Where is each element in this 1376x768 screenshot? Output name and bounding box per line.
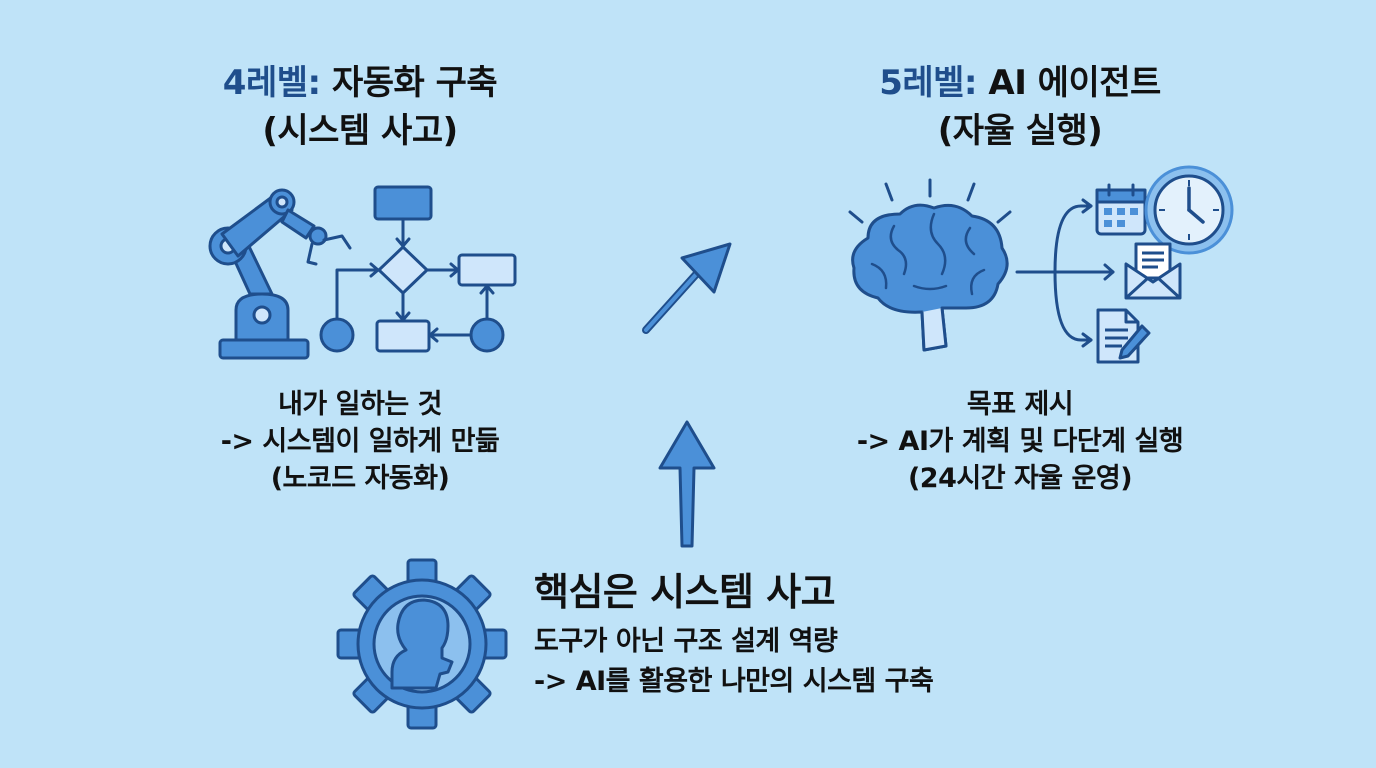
level5-subtitle: (자율 실행) [937, 111, 1103, 151]
level5-desc-line-2: -> AI가 계획 및 다단계 실행 [856, 426, 1184, 457]
core-line-2: -> AI를 활용한 나만의 시스템 구축 [534, 666, 934, 697]
core-line-1: 도구가 아닌 구조 설계 역량 [534, 626, 838, 657]
calendar-icon [1095, 183, 1147, 236]
level4-desc-line-2: -> 시스템이 일하게 만듦 [220, 426, 500, 457]
document-pen-icon [1096, 308, 1151, 364]
core-text: 핵심은 시스템 사고 도구가 아닌 구조 설계 역량 -> AI를 활용한 나만… [534, 568, 1094, 702]
clock-icon [1144, 165, 1234, 255]
robot-arm-icon [208, 188, 352, 360]
level5-title-level: 5레벨: [879, 63, 978, 103]
level4-subtitle: (시스템 사고) [262, 111, 458, 151]
diagonal-arrow-icon [642, 242, 732, 334]
gear-person-icon [336, 558, 508, 730]
level5-title-text: AI 에이전트 [988, 63, 1161, 103]
level5-desc-line-3: (24시간 자율 운영) [907, 463, 1133, 494]
mail-icon [1124, 242, 1182, 300]
level4-desc-line-3: (노코드 자동화) [270, 463, 450, 494]
level4-desc-line-1: 내가 일하는 것 [278, 389, 442, 420]
level5-title: 5레벨: AI 에이전트 [810, 60, 1230, 106]
level4-title: 4레벨: 자동화 구축 [150, 60, 570, 106]
branch-arrows-icon [1015, 198, 1115, 348]
level4-title-level: 4레벨: [222, 63, 321, 103]
flowchart-icon [319, 185, 517, 353]
level5-desc-line-1: 목표 제시 [966, 389, 1074, 420]
core-heading: 핵심은 시스템 사고 [534, 570, 836, 614]
level4-title-text: 자동화 구축 [331, 63, 498, 103]
level5-description: 목표 제시 -> AI가 계획 및 다단계 실행 (24시간 자율 운영) [790, 386, 1250, 497]
brain-icon [848, 178, 1012, 352]
level4-description: 내가 일하는 것 -> 시스템이 일하게 만듦 (노코드 자동화) [130, 386, 590, 497]
up-arrow-icon [658, 420, 716, 548]
